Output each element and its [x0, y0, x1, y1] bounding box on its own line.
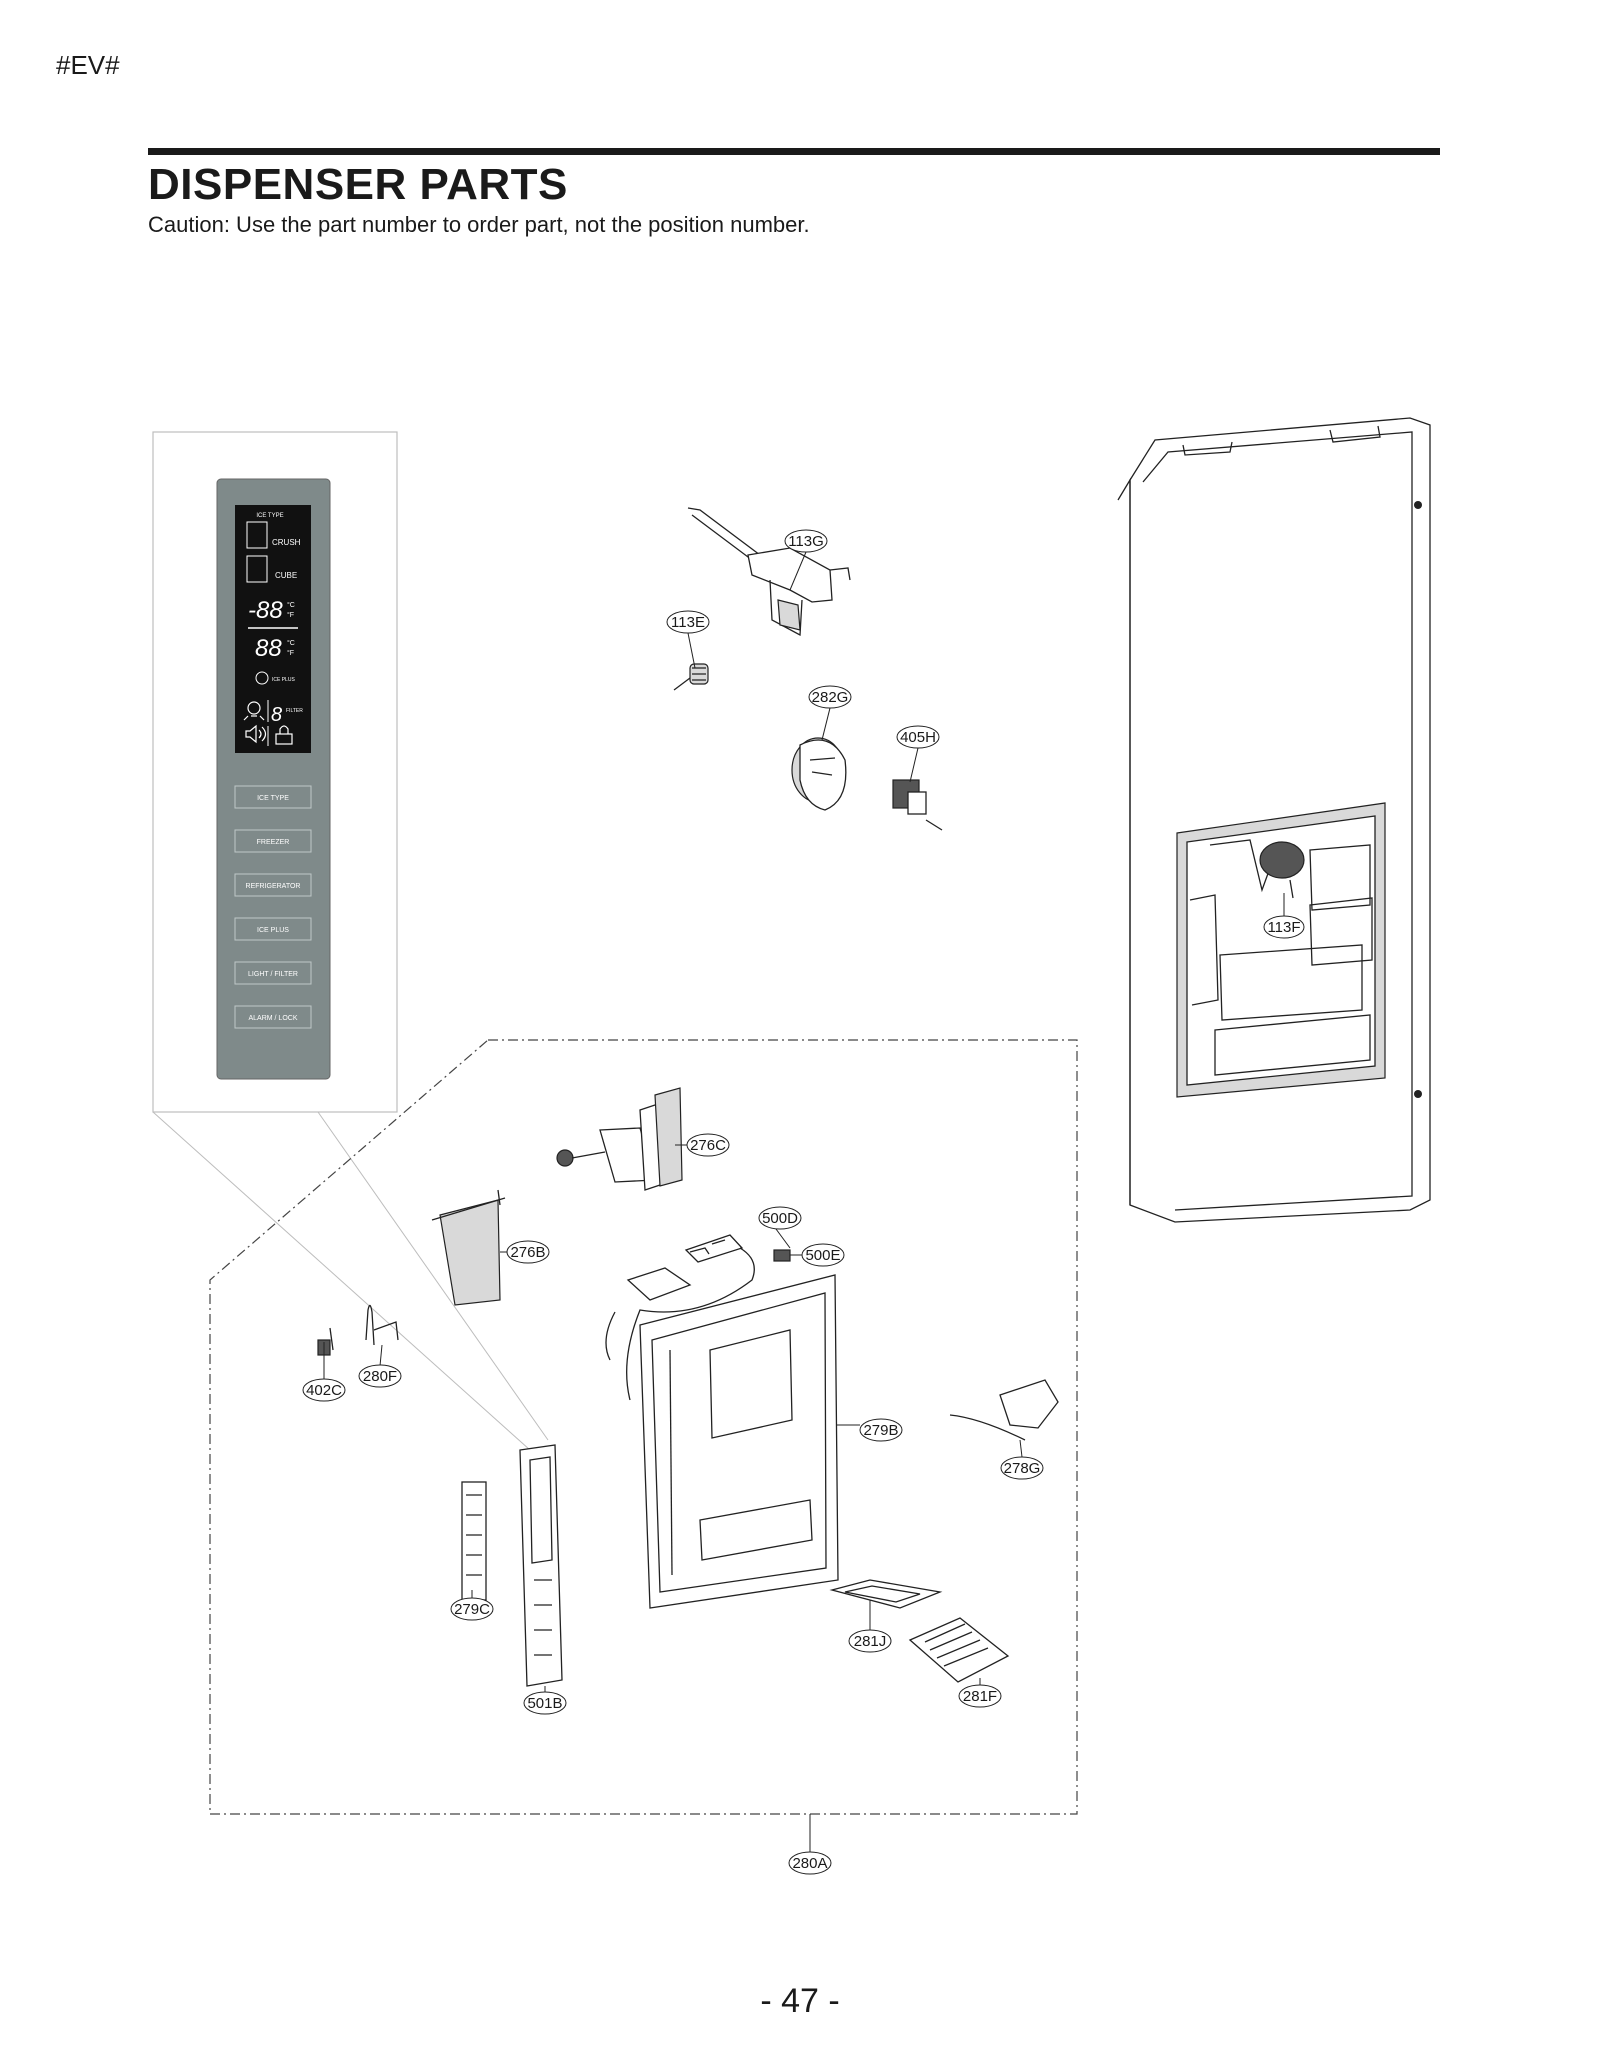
ice-type-display-label: ICE TYPE: [256, 513, 283, 519]
freezer-button-label: FREEZER: [257, 839, 290, 846]
callout-281j: 281J: [848, 1629, 892, 1653]
ice-plus-button-label: ICE PLUS: [257, 927, 289, 934]
callout-280f: 280F: [358, 1364, 402, 1388]
callout-113g: 113G: [784, 529, 828, 553]
svg-text:402C: 402C: [306, 1382, 342, 1399]
part-402c-drawing: [317, 1327, 334, 1356]
door-assembly-drawing: [1117, 417, 1431, 1223]
callout-278g: 278G: [1000, 1456, 1044, 1480]
ice-plus-display-label: ICE PLUS: [272, 677, 295, 683]
control-panel-buttons: ICE TYPE FREEZER REFRIGERATOR ICE PLUS L…: [234, 785, 312, 1029]
title-rule: [148, 148, 1440, 155]
caution-note: Caution: Use the part number to order pa…: [148, 212, 810, 237]
svg-text:276C: 276C: [690, 1137, 726, 1154]
svg-text:279B: 279B: [863, 1422, 898, 1439]
callout-500d: 500D: [758, 1206, 802, 1230]
fridge-temp-digits: 88: [255, 635, 282, 662]
svg-text:501B: 501B: [527, 1695, 562, 1712]
alarm-lock-button[interactable]: [234, 1005, 312, 1029]
svg-text:280F: 280F: [363, 1368, 397, 1385]
svg-text:113F: 113F: [1267, 919, 1300, 936]
callout-276c: 276C: [686, 1133, 730, 1157]
control-panel-inset: ICE TYPE CRUSH CUBE -88 °C °F 88 °C °F I…: [152, 431, 549, 1451]
svg-text:276B: 276B: [510, 1244, 545, 1261]
light-filter-button[interactable]: [234, 961, 312, 985]
freezer-unit-f: °F: [287, 611, 294, 619]
callout-405h: 405H: [896, 725, 940, 749]
part-501b-drawing: [519, 1444, 563, 1687]
part-282g-drawing: [791, 737, 847, 811]
part-279c-drawing: [461, 1481, 487, 1601]
callout-leaders: [323, 551, 1285, 1692]
callout-501b: 501B: [523, 1691, 567, 1715]
light-bulb-icon: [243, 701, 265, 721]
document-tag: #EV#: [56, 50, 120, 80]
cube-label: CUBE: [275, 571, 297, 580]
freezer-button[interactable]: [234, 829, 312, 853]
callout-500e: 500E: [801, 1243, 845, 1267]
part-281f-drawing: [908, 1617, 1010, 1683]
speaker-icon: [245, 724, 267, 744]
refrigerator-button-label: REFRIGERATOR: [246, 883, 301, 890]
part-113g-drawing: [687, 507, 851, 637]
refrigerator-button[interactable]: [234, 873, 312, 897]
part-278g-drawing: [949, 1379, 1059, 1441]
page-title: DISPENSER PARTS: [148, 160, 568, 209]
ice-plus-icon: [255, 671, 269, 685]
callout-276b: 276B: [506, 1240, 550, 1264]
part-500d-drawing: [605, 1234, 755, 1401]
lock-icon: [275, 725, 293, 745]
fridge-unit-f: °F: [287, 649, 294, 657]
alarm-lock-button-label: ALARM / LOCK: [248, 1015, 297, 1022]
svg-text:500E: 500E: [805, 1247, 840, 1264]
callout-282g: 282G: [808, 685, 852, 709]
svg-text:281J: 281J: [854, 1633, 887, 1650]
callout-279b: 279B: [859, 1418, 903, 1442]
light-filter-button-label: LIGHT / FILTER: [248, 971, 298, 978]
callout-280a: 280A: [788, 1851, 832, 1875]
ice-plus-button[interactable]: [234, 917, 312, 941]
ice-type-button-label: ICE TYPE: [257, 795, 289, 802]
part-279b-drawing: [639, 1274, 839, 1609]
callout-113f: 113F: [1263, 915, 1305, 939]
callout-labels: 113G 113E 282G 405H 113F 276C 500D 500E …: [302, 529, 1305, 1875]
part-276b-drawing: [431, 1189, 506, 1306]
svg-text:282G: 282G: [812, 689, 849, 706]
control-panel-display: [235, 505, 311, 753]
svg-text:500D: 500D: [762, 1210, 798, 1227]
svg-text:280A: 280A: [792, 1855, 827, 1872]
freezer-temp-digits: -88: [248, 597, 283, 624]
page-number: - 47 -: [760, 1982, 840, 2020]
crush-label: CRUSH: [272, 538, 301, 547]
svg-text:279C: 279C: [454, 1601, 490, 1618]
svg-text:278G: 278G: [1004, 1460, 1041, 1477]
part-113e-drawing: [673, 663, 709, 691]
svg-text:113G: 113G: [788, 533, 824, 550]
part-280f-drawing: [365, 1304, 399, 1346]
ice-type-button[interactable]: [234, 785, 312, 809]
part-405h-drawing: [892, 779, 943, 831]
callout-402c: 402C: [302, 1378, 346, 1402]
fridge-unit-c: °C: [287, 639, 295, 647]
callout-113e: 113E: [666, 610, 710, 634]
callout-281f: 281F: [958, 1684, 1002, 1708]
part-500e-drawing: [773, 1249, 791, 1262]
part-276c-drawing: [556, 1087, 683, 1191]
svg-text:405H: 405H: [900, 729, 936, 746]
dispenser-assembly-outline: [209, 1039, 1078, 1815]
filter-digit: 8: [271, 704, 282, 726]
freezer-unit-c: °C: [287, 601, 295, 609]
callout-279c: 279C: [450, 1597, 494, 1621]
part-281j-drawing: [829, 1579, 943, 1609]
filter-display-label: FILTER: [286, 708, 303, 714]
svg-text:281F: 281F: [963, 1688, 997, 1705]
svg-text:113E: 113E: [671, 614, 705, 631]
